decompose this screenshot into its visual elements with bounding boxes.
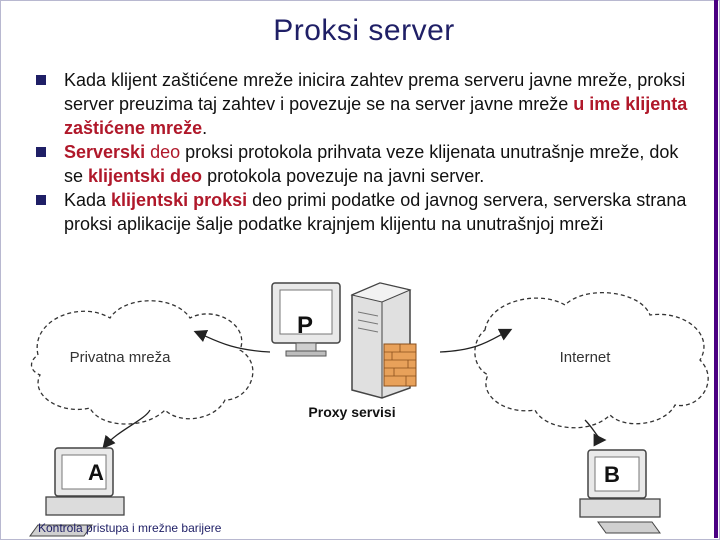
client-b-computer-icon bbox=[580, 450, 660, 533]
internet-label: Internet bbox=[560, 349, 612, 366]
bullet-square-icon bbox=[36, 75, 46, 85]
bullet-text-segment: protokola povezuje na javni server. bbox=[202, 166, 484, 186]
bullet-text-segment: Serverski bbox=[64, 142, 145, 162]
proxy-monitor-letter: P bbox=[297, 312, 313, 339]
proxy-network-diagram: Privatna mreža Internet P Proxy servi bbox=[0, 270, 720, 540]
slide-footer: Kontrola pristupa i mrežne barijere bbox=[38, 521, 221, 535]
private-network-label: Privatna mreža bbox=[70, 349, 172, 366]
bullet-item-3: Kada klijentski proksi deo primi podatke… bbox=[36, 188, 696, 236]
slide-title: Proksi server bbox=[0, 14, 720, 48]
bullet-text-segment: . bbox=[202, 118, 207, 138]
bullet-item-1: Kada klijent zaštićene mreže inicira zah… bbox=[36, 68, 696, 140]
bullet-item-2: Serverski deo proksi protokola prihvata … bbox=[36, 140, 696, 188]
bullet-text-segment: Kada bbox=[64, 190, 111, 210]
bullet-text-segment: deo bbox=[145, 142, 180, 162]
bullet-text-segment: klijentski proksi bbox=[111, 190, 247, 210]
firewall-bricks-icon bbox=[384, 344, 416, 386]
client-b-letter: B bbox=[604, 462, 620, 487]
bullet-text-segment: klijentski deo bbox=[88, 166, 202, 186]
bullet-square-icon bbox=[36, 147, 46, 157]
client-a-letter: A bbox=[88, 460, 104, 485]
proxy-services-label: Proxy servisi bbox=[308, 404, 395, 420]
bullet-list: Kada klijent zaštićene mreže inicira zah… bbox=[36, 68, 696, 236]
bullet-square-icon bbox=[36, 195, 46, 205]
